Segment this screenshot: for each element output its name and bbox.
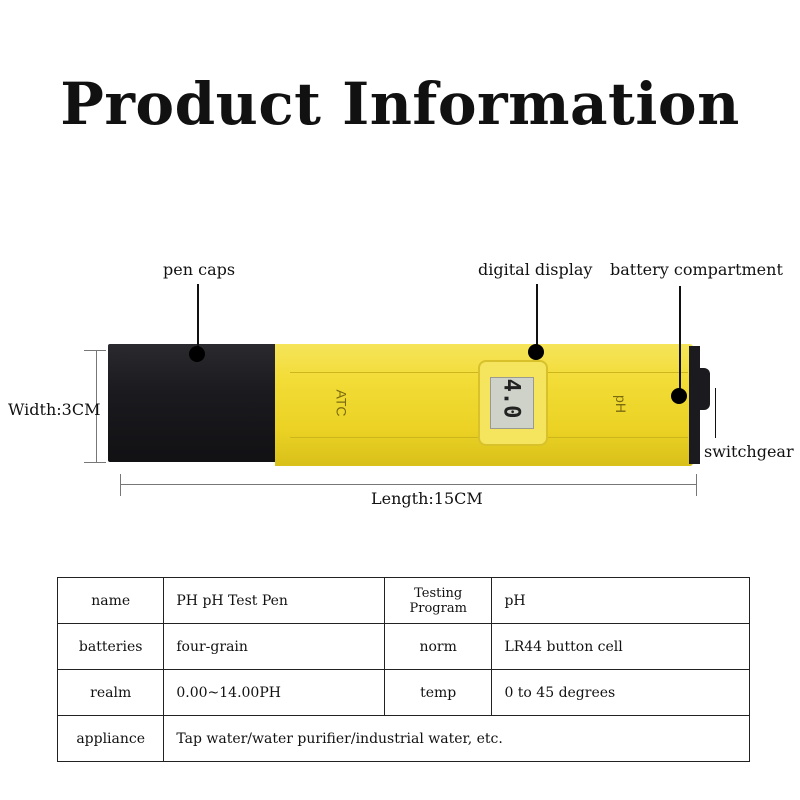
width-label: Width:3CM — [8, 400, 101, 419]
spec-value: Tap water/water purifier/industrial wate… — [163, 715, 750, 762]
ph-marking: pH — [612, 395, 629, 413]
switchgear-leader — [715, 388, 716, 438]
pen-caps-marker — [189, 346, 205, 362]
table-row: batteries four-grain norm LR44 button ce… — [56, 623, 750, 670]
spec-value: pH — [491, 577, 750, 624]
spec-value: 0.00~14.00PH — [163, 669, 385, 716]
pen-caps-leader — [197, 284, 199, 350]
spec-value: PH pH Test Pen — [163, 577, 385, 624]
switchgear-label: switchgear — [704, 442, 794, 461]
table-row: name PH pH Test Pen Testing Program pH — [56, 577, 750, 624]
spec-key: appliance — [56, 715, 165, 762]
spec-value: four-grain — [163, 623, 385, 670]
length-label: Length:15CM — [371, 489, 483, 508]
spec-key: temp — [383, 669, 493, 716]
table-row: realm 0.00~14.00PH temp 0 to 45 degrees — [56, 669, 750, 716]
lcd-reading: 4.0 — [498, 378, 524, 419]
switch-button — [698, 368, 710, 410]
width-tick-bottom — [84, 462, 106, 463]
battery-compartment-marker — [671, 388, 687, 404]
table-row: appliance Tap water/water purifier/indus… — [56, 715, 750, 762]
spec-table: name PH pH Test Pen Testing Program pH b… — [56, 577, 750, 762]
lcd-screen — [490, 377, 534, 429]
page-title: Product Information — [60, 70, 740, 138]
pen-caps-label: pen caps — [163, 260, 236, 279]
spec-key: norm — [383, 623, 493, 670]
battery-compartment-label: battery compartment — [610, 260, 783, 279]
length-dimension-line — [120, 484, 696, 485]
spec-key: realm — [56, 669, 165, 716]
spec-value: LR44 button cell — [491, 623, 750, 670]
spec-key: batteries — [56, 623, 165, 670]
length-tick-right — [696, 474, 697, 496]
digital-display-leader — [536, 284, 538, 350]
spec-key: name — [56, 577, 165, 624]
pen-cap — [108, 344, 278, 462]
spec-value: 0 to 45 degrees — [491, 669, 750, 716]
digital-display-marker — [528, 344, 544, 360]
digital-display-label: digital display — [478, 260, 593, 279]
width-dimension-line — [96, 350, 97, 462]
atc-marking: ATC — [333, 389, 350, 417]
spec-key: Testing Program — [383, 577, 493, 624]
width-tick-top — [84, 350, 106, 351]
battery-compartment-leader — [679, 286, 681, 394]
battery-cap — [689, 346, 700, 464]
length-tick-left — [120, 474, 121, 496]
